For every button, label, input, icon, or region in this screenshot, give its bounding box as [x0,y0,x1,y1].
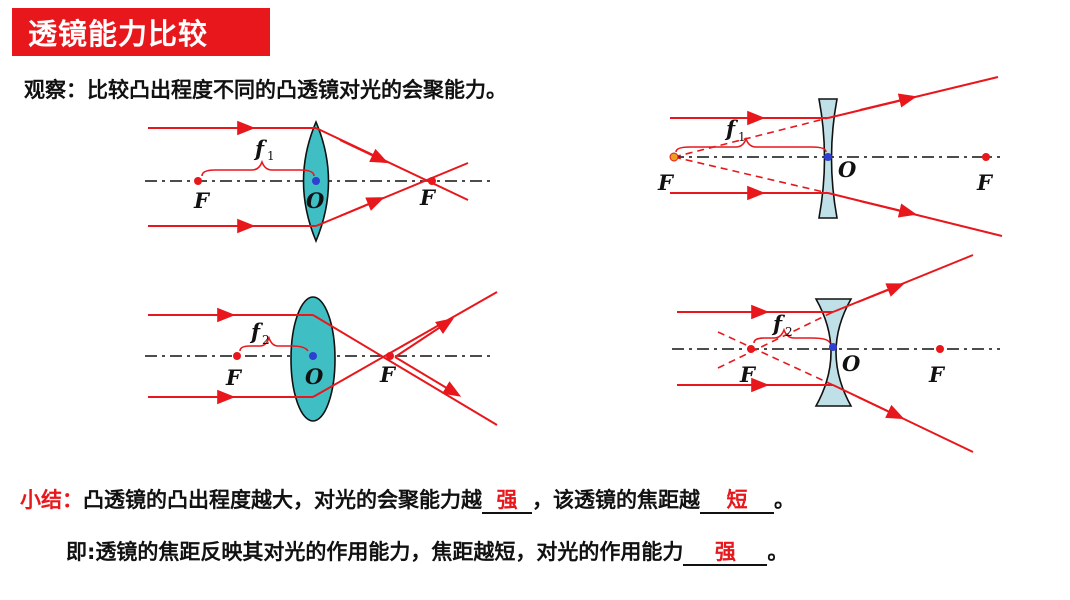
summary-prefix: 小结： [20,488,83,512]
label-O: O [838,157,857,182]
summary-part2: ，该透镜的焦距越 [532,488,700,512]
label-f: f [253,136,268,161]
label-F: F [379,362,397,387]
focus-point [233,352,241,360]
concave-lens [814,298,853,407]
concave-lens-thin-diagram: F O F f 1 [657,76,1003,237]
label-O: O [306,188,325,213]
answer-blank-2: 短 [700,488,774,514]
focal-length-brace [201,159,315,177]
label-sub: 2 [785,325,793,339]
convex-lens-thick-diagram: F O F f 2 [145,291,498,426]
summary2-text: 即:透镜的焦距反映其对光的作用能力，焦距越短，对光的作用能力 [66,540,684,564]
answer-blank-3: 强 [683,540,768,566]
label-F: F [419,185,437,210]
focus-point [194,177,202,185]
label-F: F [928,362,946,387]
label-sub: 1 [738,130,746,144]
summary2-end: 。 [767,540,789,564]
label-sub: 2 [262,333,270,347]
focus-point [428,177,436,185]
optical-center [312,177,320,185]
summary-line: 小结：凸透镜的凸出程度越大，对光的会聚能力越强，该透镜的焦距越短。 [20,484,795,514]
label-F: F [193,188,211,213]
focus-point [669,152,679,162]
refracted-ray [312,314,498,426]
focus-point [936,345,944,353]
label-f: f [724,116,739,141]
optical-center [309,352,317,360]
label-sub: 1 [267,149,275,163]
virtual-ray [673,117,829,158]
page-title: 透镜能力比较 [28,17,209,51]
concave-lens-thick-diagram: F O F f 2 [672,254,1000,453]
refracted-ray [315,127,469,201]
summary-part1: 凸透镜的凸出程度越大，对光的会聚能力越 [83,488,482,512]
focus-point [747,345,755,353]
summary-line-2: 即:透镜的焦距反映其对光的作用能力，焦距越短，对光的作用能力强。 [66,536,788,566]
virtual-ray [673,156,829,194]
summary-end: 。 [774,488,795,512]
convex-lens-thin-diagram: F O F f 1 [145,119,495,244]
label-F: F [739,362,757,387]
focal-length-brace [239,335,309,352]
focus-point [386,352,394,360]
refracted-ray [315,162,469,227]
focal-length-brace [753,327,831,344]
observation-text: 观察：比较凸出程度不同的凸透镜对光的会聚能力。 [24,78,507,102]
optical-center [829,343,837,351]
focal-length-brace [675,136,827,153]
title-banner [12,8,270,56]
focus-point [982,153,990,161]
label-O: O [305,364,324,389]
virtual-ray [717,331,834,386]
refracted-ray [312,291,498,398]
label-O: O [842,351,861,376]
label-F: F [225,365,243,390]
refracted-ray [832,384,974,453]
optical-center [824,153,832,161]
refracted-ray [827,192,1003,237]
refracted-ray [827,76,999,119]
label-F: F [657,170,675,195]
answer-blank-1: 强 [482,488,532,514]
label-F: F [976,170,994,195]
refracted-ray [832,254,974,313]
virtual-ray [717,311,834,369]
